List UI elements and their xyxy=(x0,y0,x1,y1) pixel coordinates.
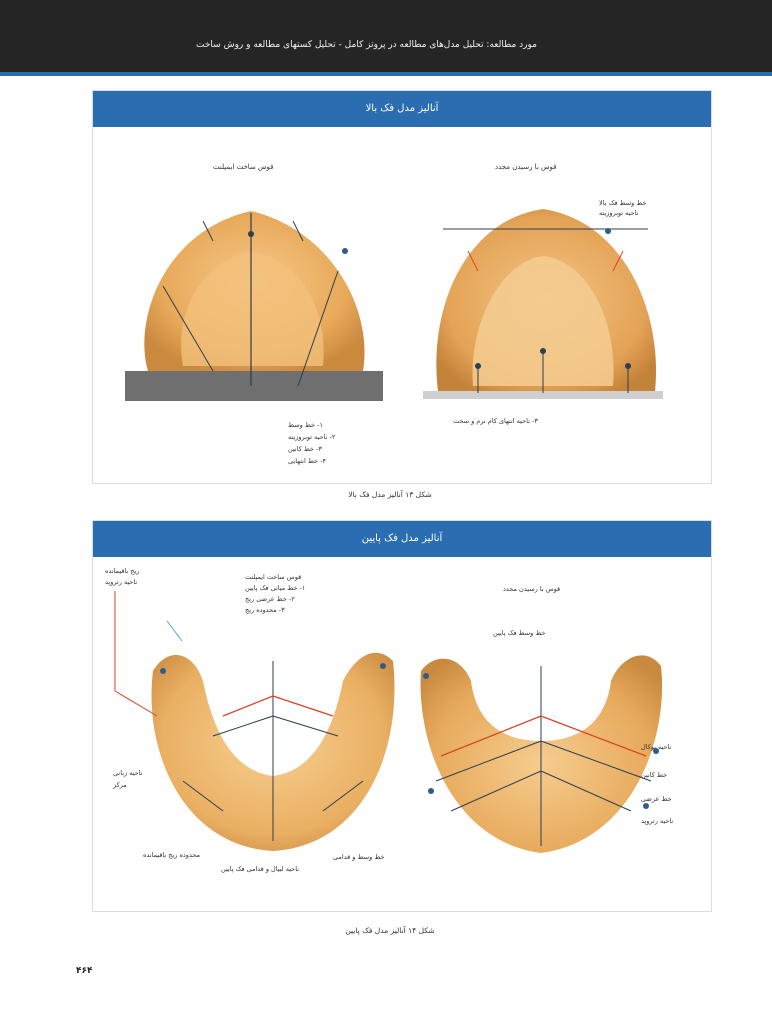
right-side-note-1: ناحیه بوکال xyxy=(641,743,672,751)
pointer-lines-left xyxy=(114,591,183,717)
left-side-note-2: مرکز xyxy=(113,781,127,789)
lower-jaw-section: آنالیز مدل فک پایین ریج باقیمانده ناحیه … xyxy=(92,520,712,912)
bottom-note-1: محدوده ریج باقیمانده xyxy=(143,851,201,859)
right-panel-title: قوس با رسیدن مجدد xyxy=(495,163,557,171)
left-panel-title-2: ۱- خط میانی فک پایین xyxy=(245,584,306,592)
right-note-2: ناحیه توبروزیته xyxy=(599,209,639,217)
bottom-note: ۳- ناحیه انتهای کام نرم و سخت xyxy=(453,417,538,425)
left-top-label-1: ریج باقیمانده xyxy=(105,567,140,575)
right-side-note-2: خط کانین xyxy=(641,771,668,779)
lower-cast-right-image xyxy=(420,655,663,853)
left-note-1: ۱- خط وسط xyxy=(288,421,323,429)
page-header: مورد مطالعه: تحلیل مدل‌های مطالعه در پرو… xyxy=(0,0,772,76)
section-heading: آنالیز مدل فک بالا xyxy=(93,91,711,127)
bottom-note-3: خط وسط و قدامی xyxy=(333,853,385,861)
running-title: مورد مطالعه: تحلیل مدل‌های مطالعه در پرو… xyxy=(196,40,537,50)
left-top-label-2: ناحیه رتروپد xyxy=(105,578,138,586)
page-number: ۴۶۴ xyxy=(76,966,93,976)
figure-caption-2: شکل ۱۴ آنالیز مدل فک پایین xyxy=(345,926,435,935)
right-sub-title: خط وسط فک پایین xyxy=(493,629,546,637)
left-panel-title: قوس ساخت ایمپلنت xyxy=(213,163,274,171)
right-panel-title: قوس با رسیدن مجدد xyxy=(503,585,561,593)
upper-cast-left-image xyxy=(125,211,383,401)
right-side-note-4: ناحیه رتروپد xyxy=(641,817,674,825)
left-note-4: ۴- خط انتهایی xyxy=(288,457,326,465)
lower-cast-left-image xyxy=(151,652,395,851)
right-note-1: خط وسط فک بالا xyxy=(599,199,647,207)
header-accent-line xyxy=(0,72,772,76)
left-note-3: ۳- خط کانین xyxy=(288,445,322,453)
left-side-note-1: ناحیه زبانی xyxy=(113,769,143,777)
bottom-note-2: ناحیه لبیال و قدامی فک پایین xyxy=(221,865,299,873)
left-panel-title-1: قوس ساخت ایمپلنت xyxy=(245,573,302,581)
figure-caption-1: شکل ۱۳ آنالیز مدل فک بالا xyxy=(348,490,432,499)
upper-jaw-section: آنالیز مدل فک بالا قوس ساخت ایمپلنت قوس … xyxy=(92,90,712,484)
left-note-2: ۲- ناحیه توبروزیته xyxy=(288,433,336,441)
left-panel-title-3: ۲- خط عرضی ریج xyxy=(245,595,295,603)
right-side-note-3: خط عرضی xyxy=(641,795,672,803)
left-panel-title-4: ۳- محدوده ریج xyxy=(245,606,285,614)
section-heading: آنالیز مدل فک پایین xyxy=(93,521,711,557)
upper-cast-right-image xyxy=(423,209,663,399)
